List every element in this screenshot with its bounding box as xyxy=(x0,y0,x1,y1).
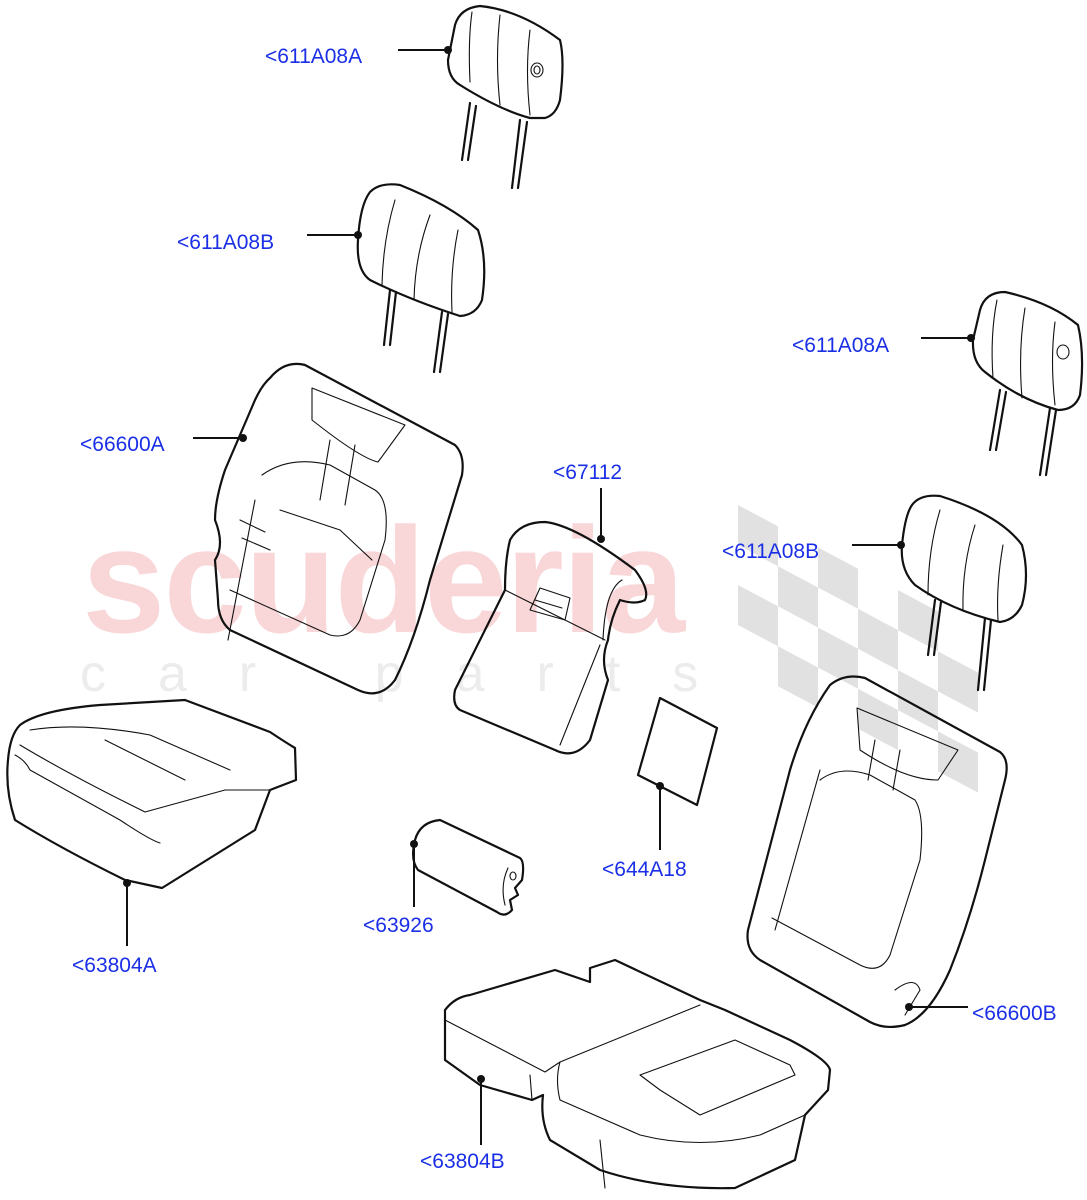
callout-66600a[interactable]: <66600A xyxy=(80,433,165,456)
armrest-end-cover[interactable] xyxy=(411,818,525,916)
leader-dot xyxy=(239,434,247,442)
callout-63926[interactable]: <63926 xyxy=(363,914,434,937)
seat-back-cover-a[interactable] xyxy=(213,362,464,695)
headrest-a-right[interactable] xyxy=(971,290,1084,477)
seat-back-cover-b[interactable] xyxy=(746,675,1008,1029)
callout-66600b[interactable]: <66600B xyxy=(972,1002,1057,1025)
seat-cushion-cover-b[interactable] xyxy=(443,958,832,1190)
leader-dot xyxy=(656,782,664,790)
headrest-b-left[interactable] xyxy=(356,183,486,374)
callout-63804b[interactable]: <63804B xyxy=(420,1150,505,1173)
callout-67112[interactable]: <67112 xyxy=(553,461,623,484)
seat-cushion-cover-a[interactable] xyxy=(6,698,298,890)
callout-611a08b-left[interactable]: <611A08B xyxy=(177,231,275,254)
leader-dot xyxy=(477,1075,485,1083)
headrest-a-left[interactable] xyxy=(446,4,564,190)
leader-dot xyxy=(897,541,905,549)
callout-611a08a-left[interactable]: <611A08A xyxy=(265,45,363,68)
leader-dot xyxy=(967,334,975,342)
callout-611a08b-right[interactable]: <611A08B xyxy=(722,540,820,563)
leader-dot xyxy=(354,231,362,239)
leader-dot xyxy=(597,535,605,543)
headrest-b-right[interactable] xyxy=(900,494,1028,692)
leader-dot xyxy=(410,840,418,848)
callout-63804a[interactable]: <63804A xyxy=(72,954,157,977)
leader-dot xyxy=(123,879,131,887)
leader-dot xyxy=(905,1003,913,1011)
leader-dot xyxy=(444,46,452,54)
label-panel[interactable] xyxy=(636,696,719,807)
armrest-cover[interactable] xyxy=(453,520,648,755)
callout-644a18[interactable]: <644A18 xyxy=(602,858,687,881)
callout-611a08a-right[interactable]: <611A08A xyxy=(792,334,890,357)
